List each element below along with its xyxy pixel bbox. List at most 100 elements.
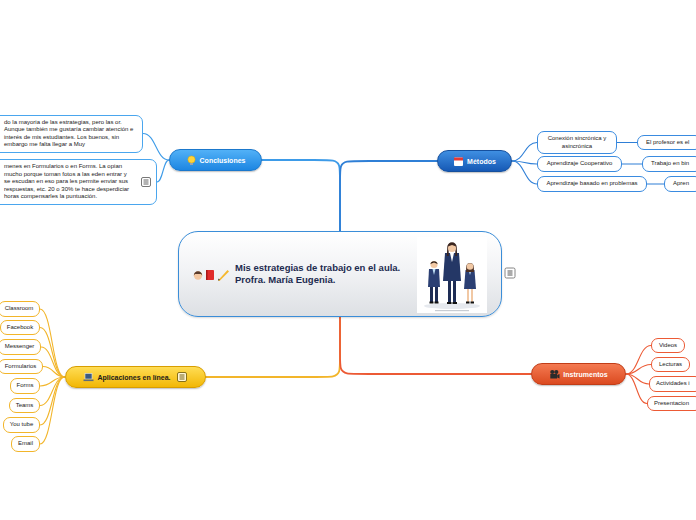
branch-connector <box>262 160 340 231</box>
title-icons <box>193 268 231 282</box>
branch-connector <box>626 346 651 375</box>
calendar-top <box>454 157 463 160</box>
topic-text: Apren <box>673 180 691 188</box>
topic-text: Aprendizaje Cooperativo <box>544 160 615 168</box>
sub-topic: Presentacion <box>647 396 696 412</box>
branch-connector <box>512 161 537 184</box>
main-branch: Aplicaciones en línea. <box>65 366 206 388</box>
woman-jacket <box>443 253 461 281</box>
girl-leg <box>471 288 473 302</box>
sub-topic: Lecturas <box>651 357 690 373</box>
bulb-base <box>190 163 193 165</box>
woman-leg <box>448 280 451 303</box>
teachers-illustration <box>417 237 487 313</box>
branch-connector <box>40 377 65 425</box>
branch-connector <box>626 365 651 375</box>
sub-topic: Teams <box>9 398 40 414</box>
boy-hair <box>430 261 437 264</box>
branch-connector <box>43 367 65 378</box>
sub-topic: Aprendizaje Cooperativo <box>537 156 622 172</box>
branch-label: Instrumentos <box>563 371 607 378</box>
branch-connector <box>206 317 341 377</box>
menu-icon <box>141 177 151 187</box>
sub-topic: Facebook <box>0 320 40 336</box>
pencil-icon <box>218 270 229 281</box>
branch-label: Conclusiones <box>200 157 246 164</box>
sub-topic: do la mayoria de las estrategias, pero l… <box>0 115 143 153</box>
branch-icon <box>83 372 94 383</box>
topic-text: Conexión sincrónica y asincrónica <box>544 135 610 150</box>
camera-reel <box>555 369 559 373</box>
sub-topic: Messenger <box>0 339 41 355</box>
branch-connector <box>157 160 169 182</box>
branch-icon <box>453 156 464 167</box>
topic-text: Actividades i <box>656 380 691 388</box>
main-branch: Instrumentos <box>531 363 626 385</box>
pencil-tip <box>218 279 220 281</box>
laptop-base <box>84 379 94 381</box>
sub-topic: You tube <box>3 417 40 433</box>
girl-face <box>467 263 474 270</box>
girl-shoe <box>466 302 470 304</box>
topic-text: Teams <box>15 402 34 410</box>
topic-text: Messenger <box>4 343 35 351</box>
title-text: Mis estrategias de trabajo en el aula. P… <box>235 262 413 287</box>
boy-shoe <box>435 302 439 304</box>
ground-shadow <box>424 303 480 309</box>
sub-topic: El profesor es el <box>637 135 696 151</box>
book-spine <box>206 270 208 280</box>
central-topic: Mis estrategias de trabajo en el aula. P… <box>178 231 502 317</box>
branch-connector <box>40 309 65 377</box>
topic-text: Email <box>17 440 34 448</box>
branch-connector <box>617 142 637 143</box>
sub-topic: Classroom <box>0 301 40 317</box>
sub-topic: Videos <box>651 338 685 354</box>
topic-text: Facebook <box>6 324 34 332</box>
branch-connector <box>626 374 647 404</box>
branch-label: Métodos <box>467 158 496 165</box>
girl-uniform <box>464 270 476 289</box>
sub-topic: Conexión sincrónica y asincrónica <box>537 131 617 154</box>
boy-face <box>430 261 437 268</box>
branch-connector <box>40 377 65 444</box>
woman-hair <box>447 242 457 256</box>
woman-leg <box>453 280 456 303</box>
branch-connector <box>40 328 65 378</box>
topic-text: Presentacion <box>654 400 691 408</box>
book-icon <box>206 270 214 280</box>
boy-leg <box>435 286 438 302</box>
bulb-glass <box>187 155 194 162</box>
topic-text: do la mayoria de las estrategias, pero l… <box>4 119 136 149</box>
menu-icon-lines <box>179 375 184 379</box>
topic-text: Forms <box>16 382 34 390</box>
title-wrap: Mis estrategias de trabajo en el aula. P… <box>235 232 413 316</box>
sub-topic: Email <box>11 436 40 452</box>
branch-icon <box>549 369 560 380</box>
calendar-page <box>454 157 463 166</box>
woman-fringe <box>448 243 456 246</box>
main-branch: Métodos <box>437 150 512 172</box>
branch-connector <box>143 134 169 161</box>
camera-reel <box>551 369 555 373</box>
menu-icon-lines <box>144 180 149 184</box>
menu-icon-lines <box>508 271 513 275</box>
menu-icon-frame <box>142 178 151 187</box>
topic-text: Formularios <box>4 363 37 371</box>
topic-text: Aprendizaje basado en problemas <box>544 180 640 188</box>
girl-shoe <box>471 302 475 304</box>
woman-shoe <box>447 302 452 304</box>
menu-icon-frame <box>177 373 186 382</box>
sub-topic: Forms <box>10 378 40 394</box>
topic-text: Videos <box>658 342 678 350</box>
camera-body <box>551 374 558 379</box>
topic-text: Lecturas <box>658 361 683 369</box>
menu-icon-frame <box>505 268 515 278</box>
sub-topic: Apren <box>664 176 696 192</box>
camera-lens <box>558 374 560 379</box>
menu-icon <box>177 372 187 382</box>
topic-text: You tube <box>9 421 34 429</box>
laptop-screen <box>85 373 92 379</box>
sub-topic: Actividades i <box>649 376 696 392</box>
topic-text: Classroom <box>4 305 34 313</box>
